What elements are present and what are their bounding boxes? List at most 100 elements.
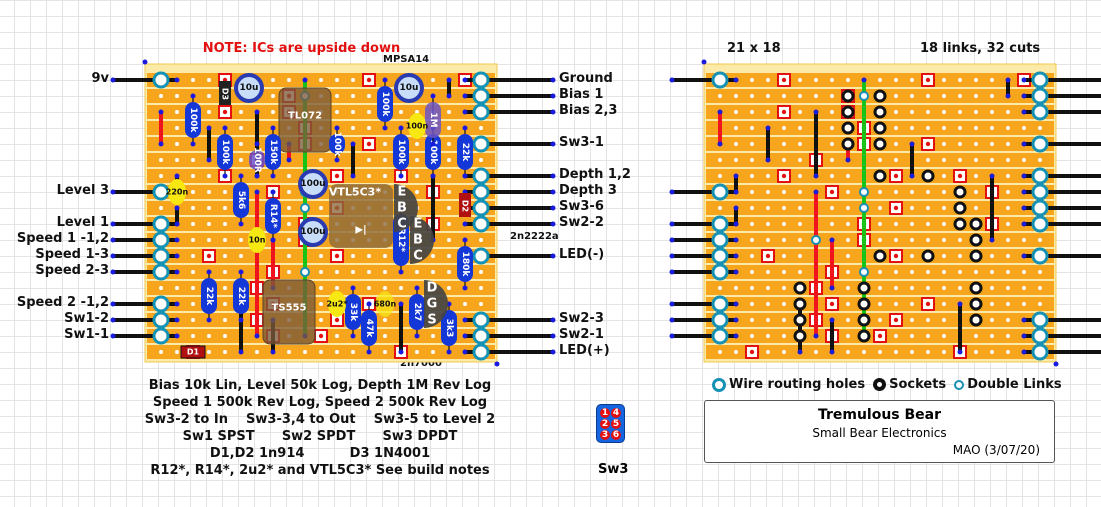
hole [383, 142, 387, 146]
hole [958, 94, 962, 98]
wire-end [1021, 205, 1027, 211]
socket [793, 281, 807, 295]
hole [718, 206, 722, 210]
wire-routing-hole [1031, 103, 1049, 121]
lead-end [238, 221, 244, 227]
resistor [185, 102, 201, 138]
wire-end [550, 189, 556, 195]
wire-routing-hole [711, 71, 729, 89]
wire-end [174, 253, 180, 259]
lead-end [462, 173, 468, 179]
hole [910, 270, 914, 274]
wire-end [669, 333, 675, 339]
wire-end [110, 253, 116, 259]
wire-routing-hole [152, 263, 170, 281]
hole [926, 206, 930, 210]
hole [990, 350, 994, 354]
hole [958, 110, 962, 114]
hole [479, 126, 483, 130]
hole [910, 318, 914, 322]
double-link [859, 203, 869, 213]
wire-end [110, 221, 116, 227]
wire-end [733, 77, 739, 83]
wire-routing-hole [1031, 343, 1049, 361]
hole [1022, 158, 1026, 162]
project-credit: MAO (3/07/20) [952, 443, 1040, 457]
hole [1006, 206, 1010, 210]
wire-end [733, 237, 739, 243]
hole [926, 286, 930, 290]
mosfet-2n7000-pin: D [427, 281, 438, 296]
hole [798, 238, 802, 242]
hole [287, 254, 291, 258]
hole [926, 350, 930, 354]
hole [942, 318, 946, 322]
wire-end [174, 301, 180, 307]
resistor-value: 100k [188, 108, 198, 134]
hole [223, 270, 227, 274]
hole [415, 110, 419, 114]
wire-routing-hole [472, 343, 490, 361]
hole [1038, 302, 1042, 306]
hole [910, 238, 914, 242]
hole [926, 238, 930, 242]
hole [207, 222, 211, 226]
hole [766, 94, 770, 98]
hole [974, 174, 978, 178]
hole [367, 126, 371, 130]
link-end [446, 93, 452, 99]
hole [383, 286, 387, 290]
hole [830, 78, 834, 82]
lead-end [414, 285, 420, 291]
hole [926, 94, 930, 98]
resistor-value: R12* [396, 228, 406, 252]
wire-end [174, 333, 180, 339]
hole [159, 350, 163, 354]
hole [383, 174, 387, 178]
track-cut-dot [925, 77, 931, 83]
hole [255, 350, 259, 354]
hole [1022, 126, 1026, 130]
hole [990, 142, 994, 146]
wire-routing-hole [711, 215, 729, 233]
lead-end [222, 173, 228, 179]
track-cut-dot [222, 109, 228, 115]
link-end [909, 173, 915, 179]
wire-routing-hole [472, 167, 490, 185]
hole [1006, 254, 1010, 258]
note-line: Speed 1 500k Rev Log, Speed 2 500k Rev L… [152, 395, 488, 410]
lead-end [270, 125, 276, 131]
hole [830, 206, 834, 210]
link-end [398, 301, 404, 307]
hole [479, 286, 483, 290]
hole [191, 206, 195, 210]
hole [367, 158, 371, 162]
hole [1038, 270, 1042, 274]
link-end [829, 317, 835, 323]
wire-end [550, 317, 556, 323]
hole [479, 158, 483, 162]
hole [878, 350, 882, 354]
hole [750, 238, 754, 242]
wire-routing-hole [472, 87, 490, 105]
track-cut-dot [893, 317, 899, 323]
hole [191, 190, 195, 194]
hole [846, 270, 850, 274]
wire-end [174, 77, 180, 83]
hole [942, 238, 946, 242]
transistor-2n2222a-pin: C [413, 249, 423, 264]
resistor-value: 3k3 [444, 319, 454, 338]
socket [857, 313, 871, 327]
hole [878, 190, 882, 194]
hole [942, 174, 946, 178]
hole [319, 206, 323, 210]
hole [223, 222, 227, 226]
diode-d3 [219, 81, 231, 105]
hole [990, 94, 994, 98]
sw3-pin: 4 [611, 408, 621, 418]
wire-routing-hole [472, 247, 490, 265]
link-end [989, 173, 995, 179]
sw3-pin: 3 [600, 430, 610, 440]
lead-end [270, 189, 276, 195]
resistor-value: 180k [460, 252, 470, 278]
